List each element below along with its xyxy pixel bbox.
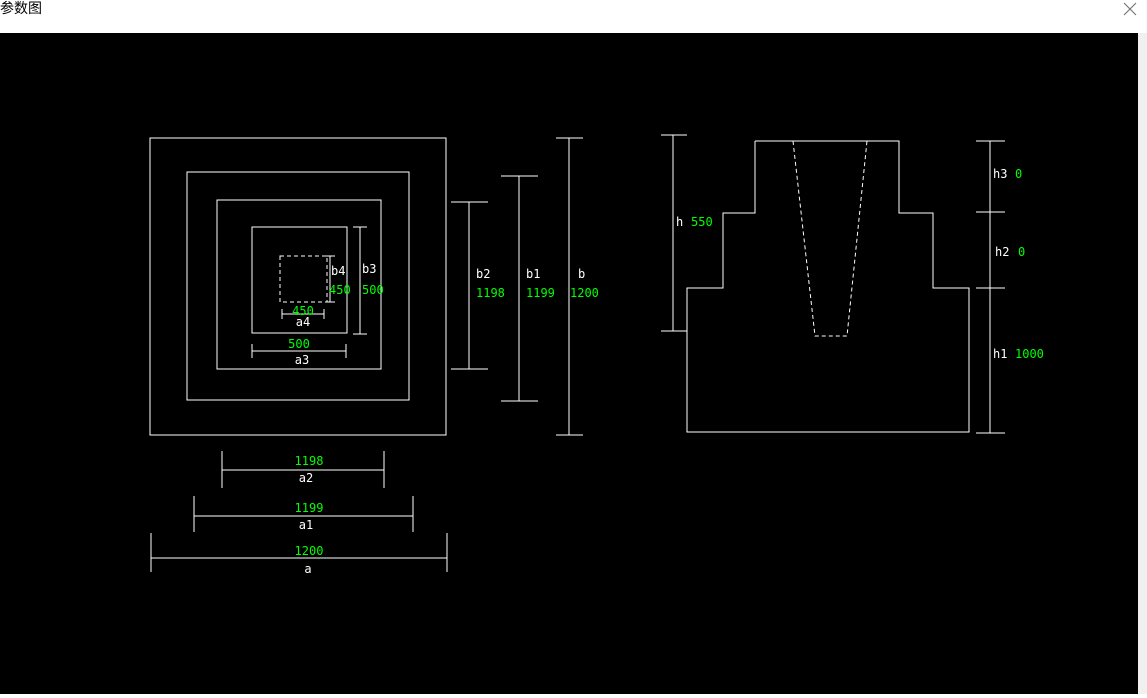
plan-socket-rect: [279, 255, 328, 303]
plan-step1-rect: [186, 171, 410, 401]
h2-value: 0: [1018, 245, 1025, 259]
b4-value: 450: [329, 283, 351, 297]
b3-value: 500: [362, 283, 384, 297]
a2-value: 1198: [295, 454, 324, 468]
a1-label: a1: [299, 518, 313, 532]
window-title: 参数图: [0, 1, 42, 17]
window-titlebar: 参数图: [0, 0, 1147, 32]
a2-label: a2: [299, 471, 313, 485]
b1-value: 1199: [526, 286, 555, 300]
b2-label: b2: [476, 267, 490, 281]
a3-value: 500: [288, 337, 310, 351]
plan-column-rect: [251, 226, 348, 334]
a1-value: 1199: [295, 501, 324, 515]
a-value: 1200: [295, 544, 324, 558]
h1-label: h1: [993, 347, 1007, 361]
h-value: 550: [691, 215, 713, 229]
b4-label: b4: [331, 264, 345, 278]
h3-label: h3: [993, 167, 1007, 181]
window-edge: [1138, 33, 1147, 694]
b2-value: 1198: [476, 286, 505, 300]
parameter-drawing: 450 a4 500 a3 1198 a2 1199 a1 1200 a b4 …: [149, 134, 1044, 576]
close-button[interactable]: [1119, 0, 1141, 18]
plan-step2-rect: [216, 199, 382, 370]
a4-value: 450: [292, 304, 314, 318]
b1-label: b1: [526, 267, 540, 281]
h-label: h: [676, 215, 683, 229]
h2-label: h2: [995, 245, 1009, 259]
b-label: b: [578, 267, 585, 281]
section-outline: [686, 140, 970, 433]
a3-label: a3: [295, 353, 309, 367]
h3-value: 0: [1015, 167, 1022, 181]
a4-label: a4: [296, 315, 310, 329]
b-value: 1200: [570, 286, 599, 300]
close-icon: [1123, 2, 1137, 16]
drawing-canvas: 450 a4 500 a3 1198 a2 1199 a1 1200 a b4 …: [0, 33, 1138, 694]
plan-outer-rect: [149, 137, 447, 436]
a-label: a: [304, 562, 311, 576]
h1-value: 1000: [1015, 347, 1044, 361]
section-socket: [792, 140, 868, 337]
b3-label: b3: [362, 262, 376, 276]
